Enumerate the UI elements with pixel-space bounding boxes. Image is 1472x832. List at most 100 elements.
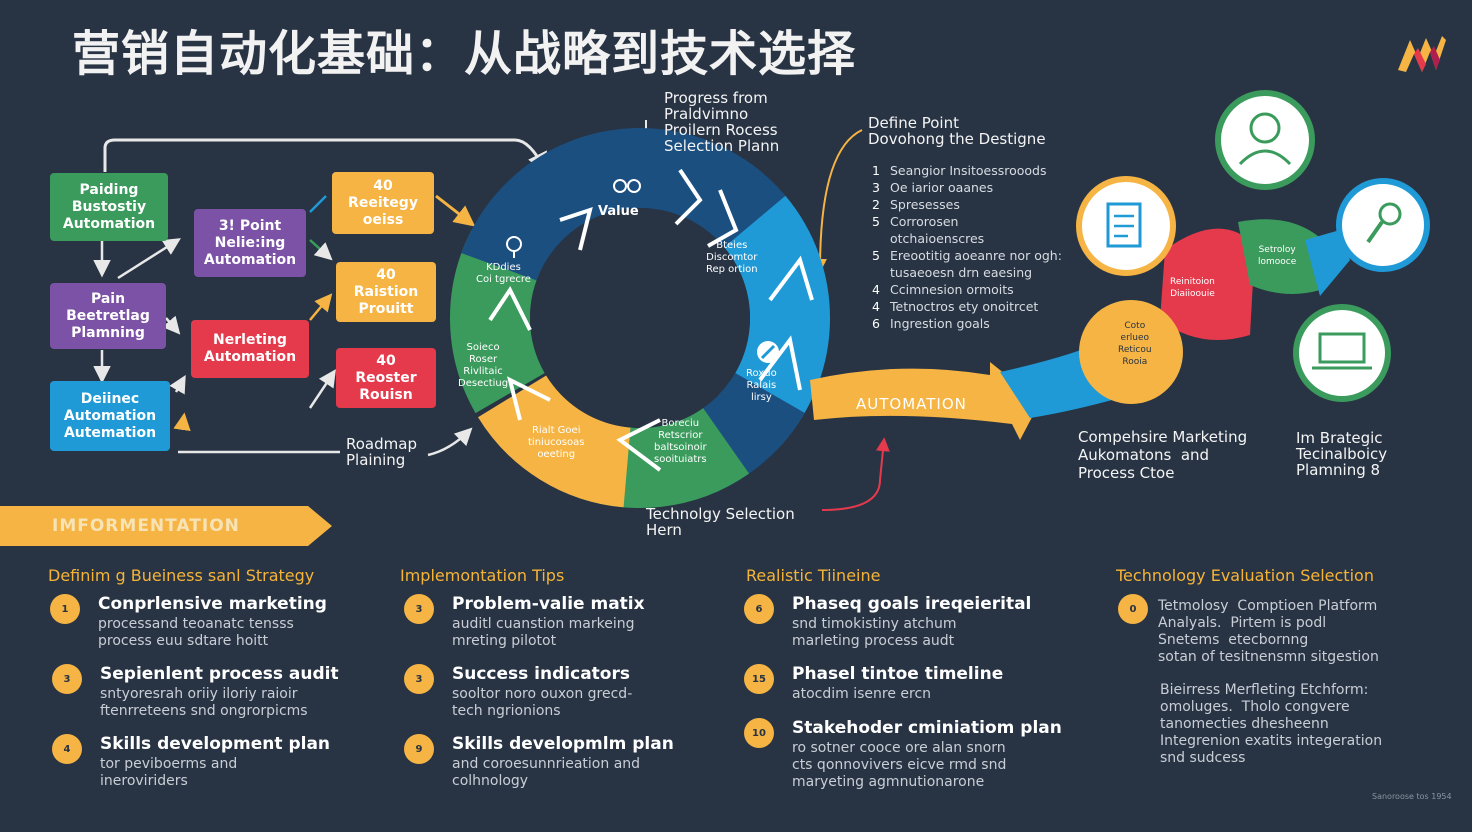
numbered-list-item: 4 Tetnoctros ety onoitrcet (872, 298, 1062, 315)
item-desc: Tetmolosy Comptioen Platform Analyals. P… (1158, 598, 1379, 665)
left-box-3: Deiinec Automation Autemation (50, 381, 170, 451)
item-title: Skills developmlm plan (452, 734, 674, 754)
credit-text: Sanoroose tos 1954 (1372, 792, 1452, 801)
banner-text: IMFORMENTATION (52, 516, 240, 536)
numbered-list: 1 Seangior Insitoessrooods 3 Oe iarior oaan… (872, 162, 1062, 332)
numbered-list-text: Spresesses (890, 197, 960, 212)
ring-seg-1: Bteies Discomtor Rep ortion (706, 240, 758, 275)
top-connector (103, 138, 547, 174)
col4-heading: Technology Evaluation Selection (1116, 566, 1374, 585)
numbered-list-item: 4 Ccimnesion ormoits (872, 281, 1062, 298)
right-box-1: 40 Reeitegy oeiss (332, 172, 434, 234)
item-title: Skills development plan (100, 734, 331, 754)
col4-extra-text: Bieirress Merfleting Etchform: omoluges.… (1160, 682, 1383, 766)
numbered-list-item: 5 Ereootitig aoeanre nor ogh: (872, 247, 1062, 264)
numbered-list-item: otchaioenscres (872, 230, 1062, 247)
caption-left: Compehsire Marketing Aukomatons and Proc… (1078, 428, 1248, 482)
item-title: Phaseq goals ireqeierital (792, 594, 1032, 614)
automation-arrow-label: AUTOMATION (856, 395, 967, 413)
numbered-list-number: 2 (872, 197, 880, 212)
item-desc: processand teoanatc tensss process euu s… (98, 616, 294, 649)
numbered-list-text: otchaioenscres (890, 231, 985, 246)
page-title: 营销自动化基础：从战略到技术选择 (72, 26, 857, 82)
lightbulb-icon (506, 236, 522, 258)
item-number-badge: 4 (52, 734, 82, 764)
item-desc: sntyoresrah oriiy iloriy raioir ftenrret… (100, 686, 308, 719)
item-number-badge: 3 (404, 594, 434, 624)
numbered-list-text: Tetnoctros ety onoitrcet (890, 299, 1039, 314)
col1-heading: Definim g Bueiness sanl Strategy (48, 566, 315, 585)
cluster-seg-3: Coto erlueo Reticou Rooia (1118, 321, 1152, 367)
ring-seg-4: Rialt Goei tiniucosoas oeeting (528, 425, 585, 460)
automation-arrow (810, 362, 1040, 440)
item-title: Sepienlent process audit (100, 664, 339, 684)
numbered-list-text: Ccimnesion ormoits (890, 282, 1014, 297)
laptop-circle (1293, 304, 1391, 402)
item-title: Phasel tintoe timeline (792, 664, 1004, 684)
mid-box-2: Nerleting Automation (191, 320, 309, 378)
numbered-list-text: Oe iarior oaanes (890, 180, 994, 195)
item-desc: and coroesunnrieation and colhnology (452, 756, 641, 789)
item-desc: sooltor noro ouxon grecd- tech ngrionion… (452, 686, 633, 719)
numbered-list-number: 3 (872, 180, 880, 195)
item-number-badge: 3 (404, 664, 434, 694)
roadmap-label: Roadmap Plaining (346, 435, 417, 469)
numbered-list-number: 4 (872, 282, 880, 297)
item-number-badge: 1 (50, 594, 80, 624)
process-ring (450, 128, 831, 509)
numbered-list-number: 6 (872, 316, 880, 331)
item-number-badge: 9 (404, 734, 434, 764)
numbered-list-item: 3 Oe iarior oaanes (872, 179, 1062, 196)
item-title: Conprlensive marketing (98, 594, 327, 614)
ring-seg-2: KDdies Coi tgrecre (476, 262, 531, 285)
numbered-list-number: 1 (872, 163, 880, 178)
numbered-list-number: 5 (872, 248, 880, 263)
numbered-list-text: Ereootitig aoeanre nor ogh: (890, 248, 1062, 263)
ring-seg-5: Boreciu Retscrior baltsoinoir sooituiatr… (654, 418, 707, 465)
target-icon (757, 341, 779, 363)
banner-arrow (0, 506, 332, 546)
define-label: Define Point Dovohong the Destigne (868, 114, 1046, 148)
numbered-list-item: tusaeoesn drn eaesing (872, 264, 1062, 281)
right-box-3: 40 Reoster Rouisn (336, 348, 436, 408)
numbered-list-number: 5 (872, 214, 880, 229)
item-number-badge: 10 (744, 718, 774, 748)
left-box-2: Pain Beetretlag Plamning (50, 283, 166, 349)
right-box-2: 40 Raistion Prouitt (336, 262, 436, 322)
item-number-badge: 6 (744, 594, 774, 624)
col3-heading: Realistic Tiineine (746, 566, 881, 585)
numbered-list-item: 1 Seangior Insitoessrooods (872, 162, 1062, 179)
item-number-badge: 3 (52, 664, 82, 694)
tools-circle (1336, 178, 1430, 272)
numbered-list-item: 2 Spresesses (872, 196, 1062, 213)
left-box-1: Paiding Bustostiy Automation (50, 173, 168, 241)
item-number-badge: 0 (1118, 594, 1148, 624)
numbered-list-text: Ingrestion goals (890, 316, 990, 331)
ring-seg-6: Roxuo Ralais lirsy (746, 368, 777, 403)
cluster-seg-1: Reinitoion Diaiioouie (1170, 277, 1215, 299)
caption-right: Im Brategic Tecinalboicy Plamning 8 (1296, 429, 1388, 479)
tech-selection-label: Technolgy Selection Hern (646, 505, 795, 539)
cluster-seg-2: Setroloy lomooce (1258, 245, 1297, 267)
item-desc: atocdim isenre ercn (792, 686, 932, 702)
progress-label: Progress from Praldvimno Proilern Rocess… (664, 89, 780, 155)
item-title: Success indicators (452, 664, 630, 684)
col2-heading: Implemontation Tips (400, 566, 565, 585)
item-desc: ro sotner cooce ore alan snorn cts qonno… (792, 740, 1007, 790)
item-title: Stakehoder cminiatiom plan (792, 718, 1062, 738)
numbered-list-text: Seangior Insitoessrooods (890, 163, 1047, 178)
brand-m-logo-icon (1398, 36, 1446, 72)
value-icon (613, 179, 641, 193)
item-title: Problem-valie matix (452, 594, 645, 614)
ring-seg-3: Soieco Roser Rivlitaic Desectiug (458, 342, 509, 389)
item-number-badge: 15 (744, 664, 774, 694)
person-circle (1215, 90, 1315, 190)
numbered-list-number: 4 (872, 299, 880, 314)
numbered-list-text: tusaeoesn drn eaesing (890, 265, 1033, 280)
item-desc: tor peviboerms and ineroviriders (100, 756, 238, 789)
item-desc: auditl cuanstion markeing mreting piloto… (452, 616, 635, 649)
mid-box-1: 3! Point Nelie:ing Automation (194, 209, 306, 277)
ring-center-label: Value (598, 204, 639, 219)
